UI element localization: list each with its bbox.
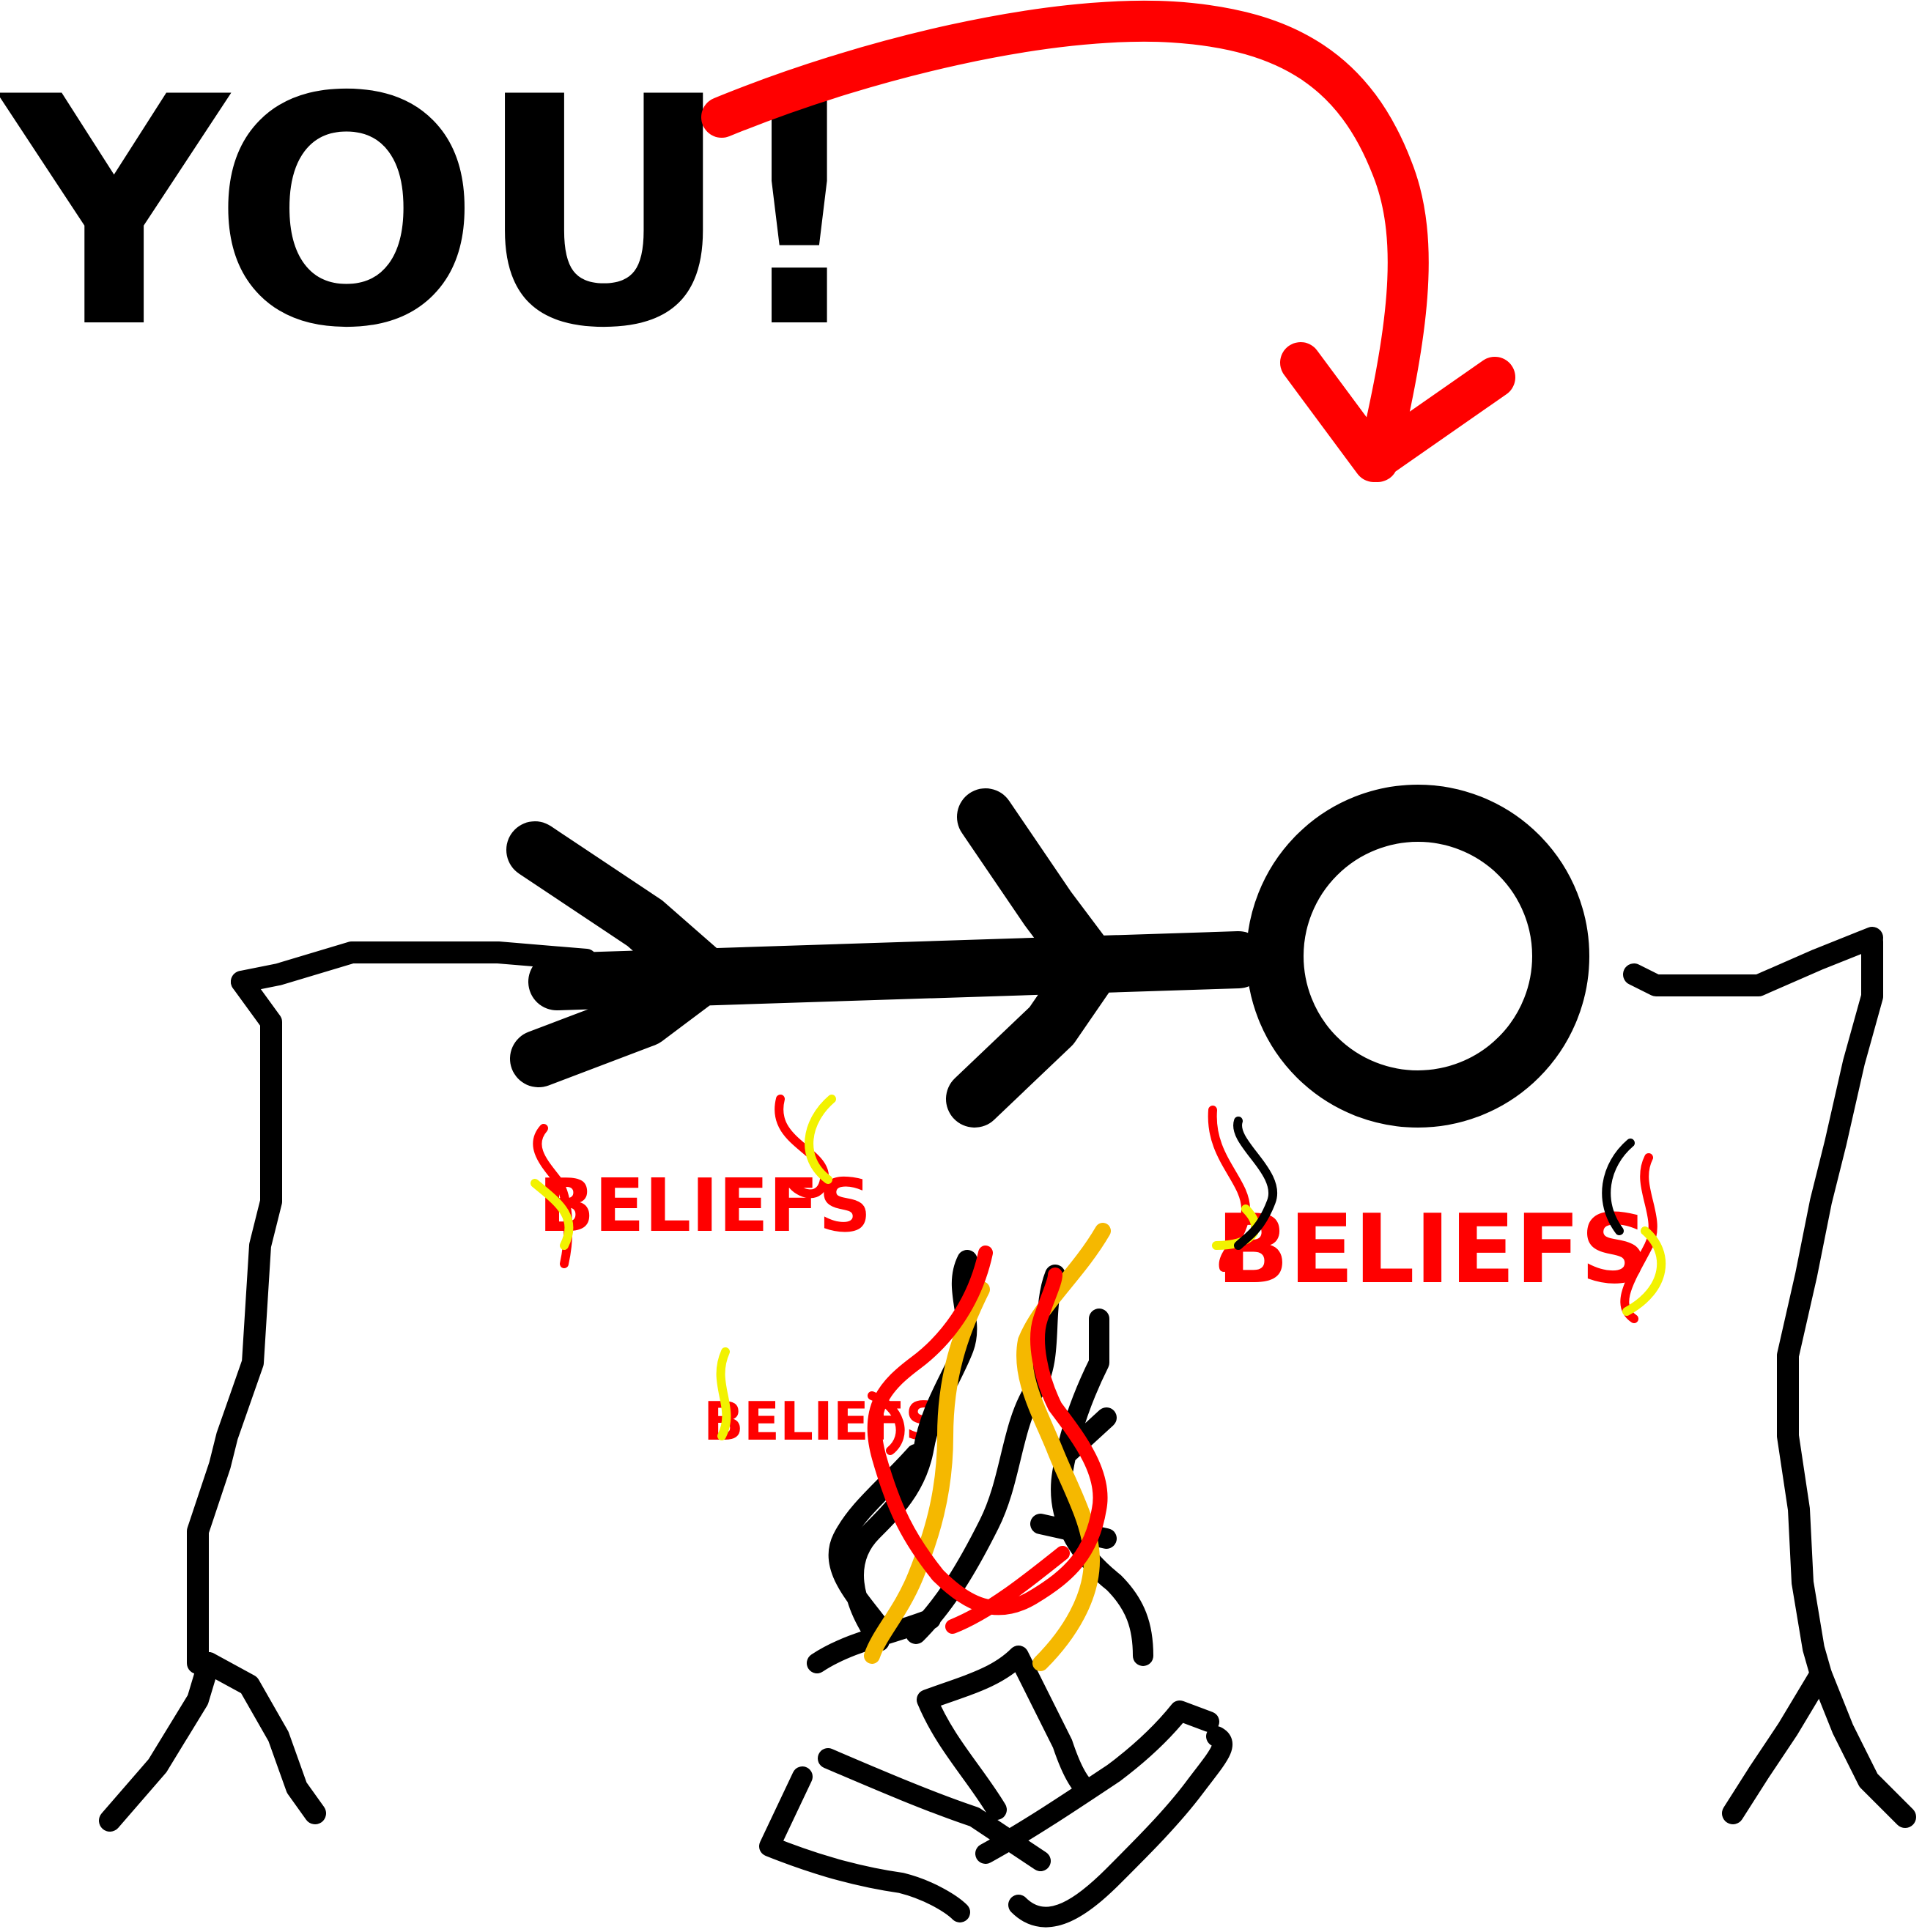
belief-label-right: BELIEFS: [1216, 1193, 1649, 1305]
label-flame-squiggles: [531, 1095, 1666, 1455]
roasting-spit-icon: [231, 927, 1883, 996]
campfire-icon: [759, 1223, 1232, 1928]
belief-label-small: BELIEFS: [703, 1391, 943, 1452]
stick-figure-icon: [506, 785, 1589, 1128]
belief-label-group: BELIEFS BELIEFS BELIEFS: [539, 1163, 1649, 1452]
right-support-stand: [1722, 930, 1916, 1828]
curved-arrow-icon: [701, 0, 1515, 482]
left-support-stand: [99, 971, 326, 1832]
belief-label-left: BELIEFS: [539, 1163, 871, 1248]
headline-you: YOU!: [0, 31, 867, 397]
